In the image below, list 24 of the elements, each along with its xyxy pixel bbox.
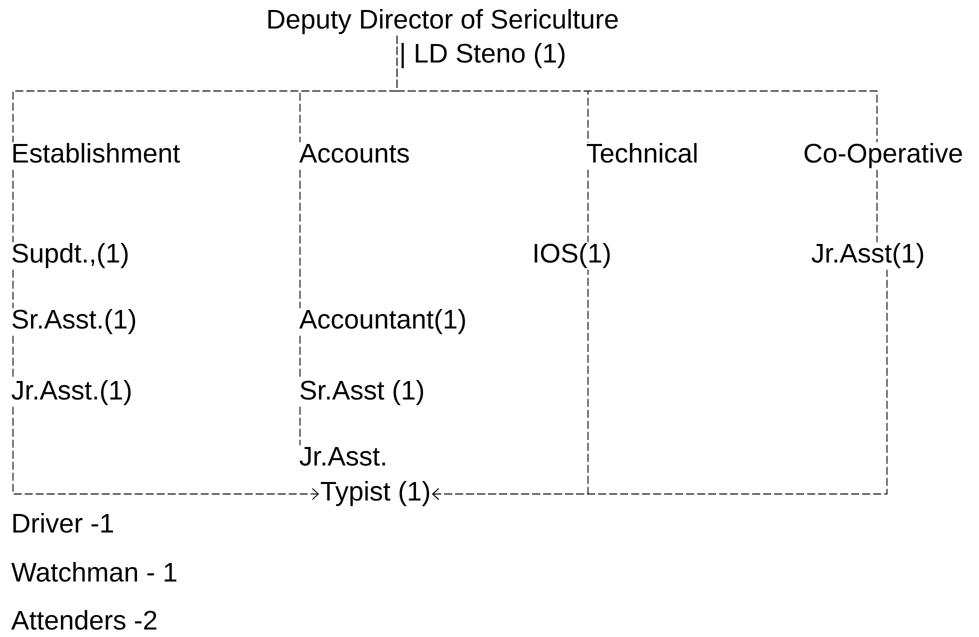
staff-label: Driver -1 [13, 513, 113, 533]
org-label: Typist (1) [320, 481, 430, 506]
org-label: Sr.Asst (1) [300, 380, 424, 406]
position-note: | LD Steno (1) [402, 43, 564, 68]
org-label: Jr.Asst(1) [812, 243, 924, 268]
org-label: Accountant(1) [299, 309, 465, 334]
org-label: Jr.Asst.(1) [12, 380, 131, 406]
staff-label: Attenders -2 [11, 610, 156, 630]
org-label: Sr.Asst.(1) [12, 309, 136, 334]
connector [12, 406, 319, 500]
connector [396, 35, 878, 143]
org-label: Deputy Director of Sericulture [268, 9, 618, 34]
org-label: Establishment [13, 143, 180, 163]
connector [12, 269, 14, 309]
connector [876, 169, 878, 243]
org-label: IOS(1) [534, 243, 610, 268]
org-label: Technical [586, 143, 697, 163]
connector [12, 169, 14, 243]
org-label: Jr.Asst. [300, 446, 385, 466]
connector [432, 269, 888, 500]
org-label: Accounts [299, 144, 409, 163]
org-label: Supdt.,(1) [12, 243, 128, 268]
org-label: Co-Operative [804, 143, 962, 168]
staff-label: Watchman - 1 [11, 562, 176, 582]
